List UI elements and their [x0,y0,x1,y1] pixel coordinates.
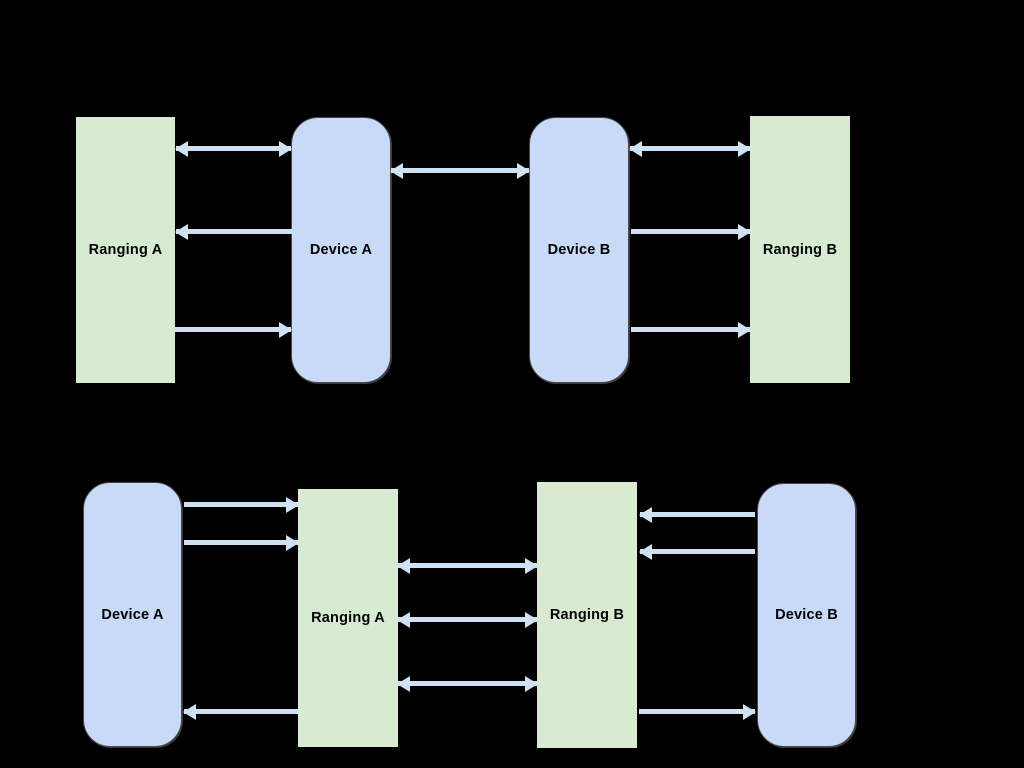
box-bottom-device-a: Device A [83,482,182,747]
box-top-device-b: Device B [529,117,629,383]
arrow-device-a-to-ranging-a [184,540,298,545]
box-label: Device B [547,242,611,258]
box-top-ranging-a: Ranging A [76,117,175,383]
box-label: Device A [309,242,373,258]
box-top-ranging-b: Ranging B [750,116,850,383]
box-label: Ranging A [311,610,385,626]
box-top-device-a: Device A [291,117,391,383]
box-bottom-ranging-a: Ranging A [298,489,398,747]
arrow-device-a-to-device-b [391,168,529,173]
arrow-device-b-to-ranging-b [631,327,750,332]
arrow-ranging-a-to-ranging-b [398,617,537,622]
box-bottom-device-b: Device B [757,483,856,747]
arrow-device-a-to-ranging-a [184,502,298,507]
box-label: Ranging A [88,242,163,258]
box-label: Ranging B [762,241,838,258]
box-label: Device A [101,606,164,623]
arrow-ranging-a-to-ranging-b [398,563,537,568]
arrow-device-b-to-ranging-b [640,549,755,554]
arrow-ranging-a-to-device-a [176,146,291,151]
arrow-device-b-to-ranging-b [630,146,750,151]
arrow-device-b-to-ranging-b [631,229,750,234]
arrow-ranging-b-to-device-b [639,709,755,714]
arrow-device-b-to-ranging-b [640,512,755,517]
arrow-device-a-to-ranging-a [176,229,293,234]
arrow-ranging-a-to-device-a [184,709,298,714]
box-label: Device B [775,607,838,623]
box-label: Ranging B [549,607,625,623]
box-bottom-ranging-b: Ranging B [537,482,637,748]
arrow-ranging-a-to-ranging-b [398,681,537,686]
arrow-ranging-a-to-device-a [173,327,291,332]
